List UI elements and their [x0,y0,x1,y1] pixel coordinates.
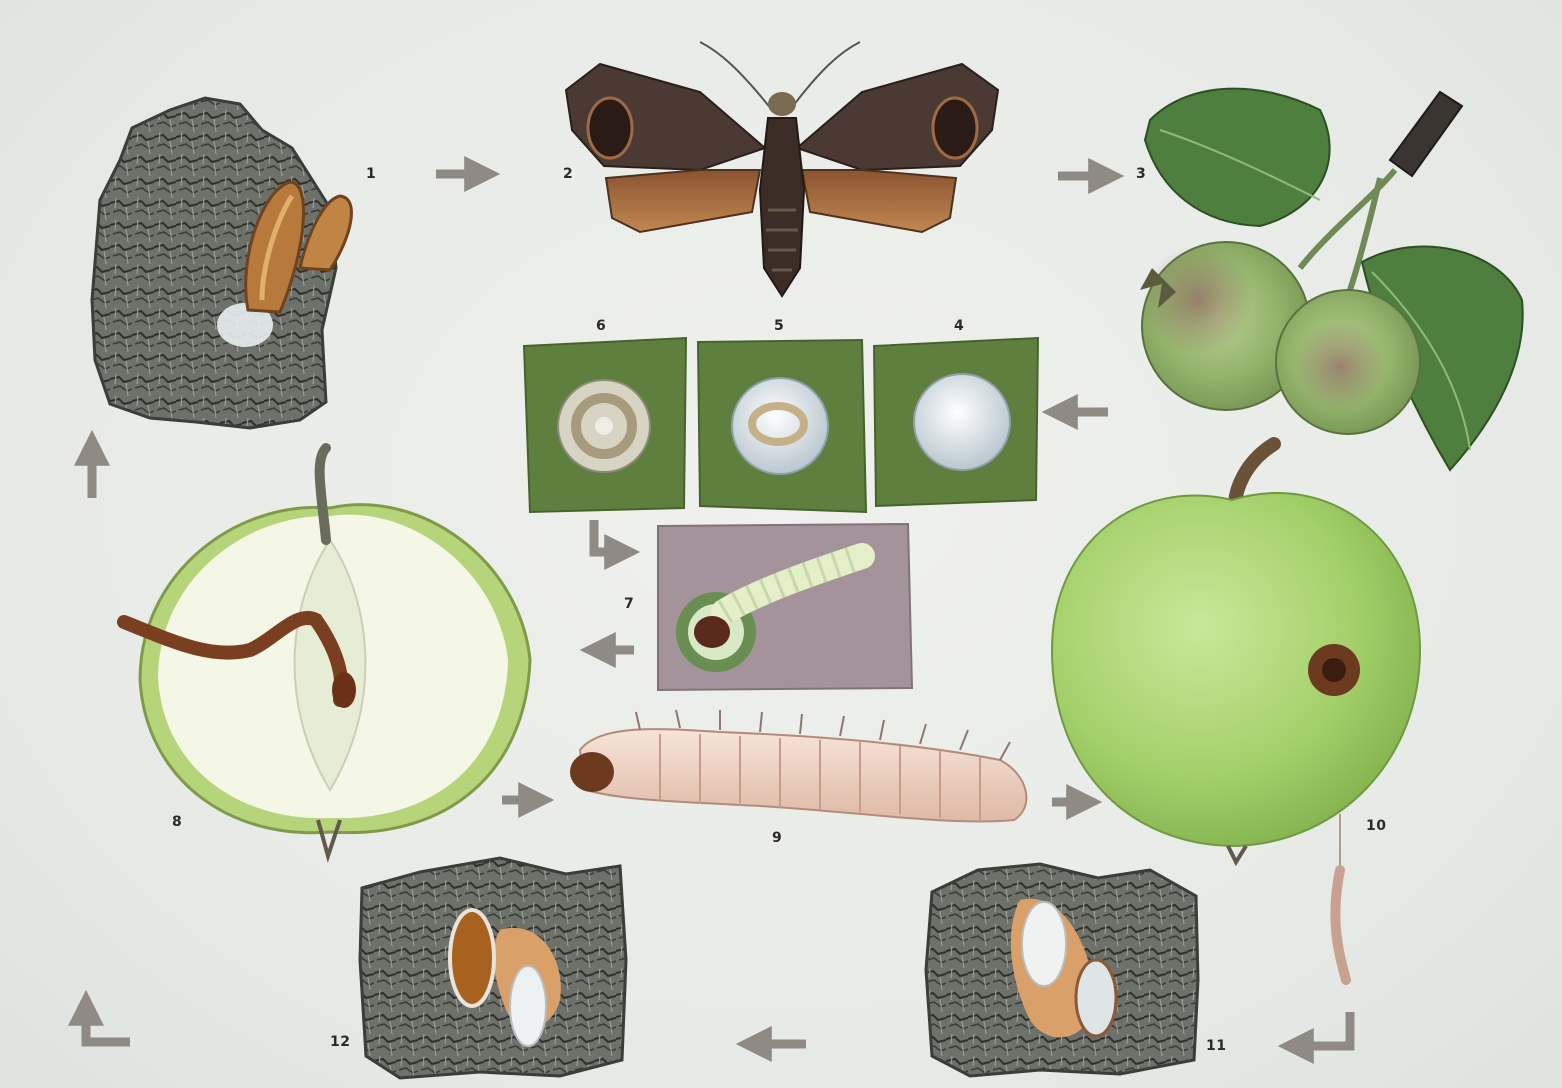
stage-number-6: 6 [596,318,606,334]
stage-number-11: 11 [1206,1038,1226,1054]
stage-number-10: 10 [1366,818,1386,834]
apple-half-figure [124,448,530,856]
bark-11-figure [926,864,1198,1076]
stage-number-9: 9 [772,830,782,846]
arrow-12-to-start [86,1006,130,1042]
stage-number-4: 4 [954,318,964,334]
stage-number-8: 8 [172,814,182,830]
stage-number-1: 1 [366,166,376,182]
hatchling-figure [658,524,912,690]
moth-figure [566,42,998,296]
larva-figure [570,710,1026,822]
stage-number-7: 7 [624,596,634,612]
arrow-10-to-11 [1294,1012,1350,1046]
fruitlets-figure [1140,89,1523,470]
arrow-6-to-7 [594,520,624,552]
bark-12-figure [360,858,626,1078]
egg-cards-figure [524,338,1038,512]
stage-number-2: 2 [563,166,573,182]
stage-number-3: 3 [1136,166,1146,182]
stage-number-5: 5 [774,318,784,334]
bark-cocoon-figure [92,98,351,428]
stage-number-12: 12 [330,1034,350,1050]
